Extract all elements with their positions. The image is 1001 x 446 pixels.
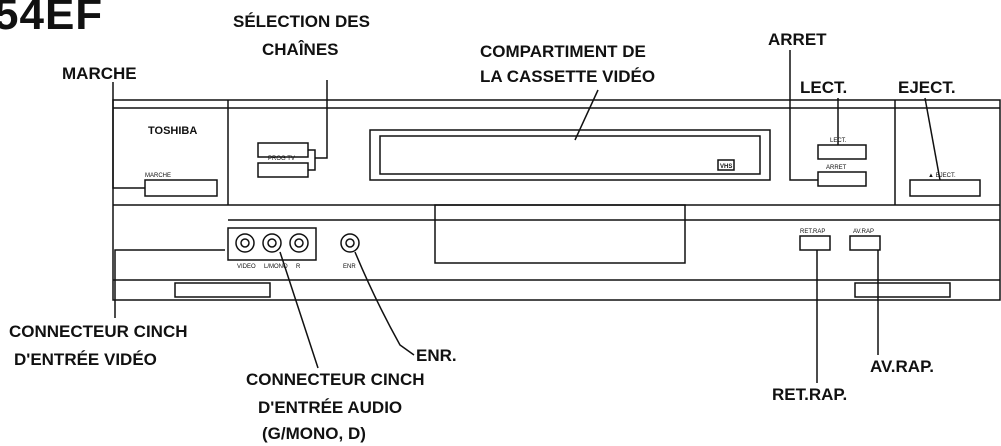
audio-left-jack: [262, 233, 282, 253]
leader-compartiment: [574, 89, 599, 141]
label-video-in-line1: CONNECTEUR CINCH: [9, 322, 188, 341]
retrap-small-text: RET.RAP: [800, 229, 825, 235]
leader-selection: [315, 80, 328, 159]
label-selection-line2: CHAÎNES: [262, 40, 339, 59]
arret-small-text: ARRET: [826, 165, 847, 171]
eject-button: [909, 179, 981, 197]
label-enr: ENR.: [416, 346, 457, 365]
channel-down-button: [257, 162, 309, 178]
front-flap: [434, 204, 686, 264]
leader-video-in: [114, 249, 225, 318]
channel-up-button: [257, 142, 309, 158]
label-compartiment-line1: COMPARTIMENT DE: [480, 42, 646, 61]
avrap-small-text: AV.RAP: [853, 229, 874, 235]
enr-small-text: ENR: [343, 264, 356, 270]
audio-r-small-text: R: [296, 264, 301, 270]
arret-button: [817, 171, 867, 187]
right-foot: [854, 282, 951, 298]
label-audio-in-line1: CONNECTEUR CINCH: [246, 370, 425, 389]
label-eject: EJECT.: [898, 78, 956, 97]
prog-tv-text: PROG TV: [268, 156, 295, 162]
vhs-logo: [717, 159, 735, 171]
lect-small-text: LECT.: [830, 138, 847, 144]
leader-audio-in: [279, 251, 319, 369]
label-lect: LECT.: [800, 78, 848, 97]
leader-enr: [354, 251, 415, 356]
label-marche: MARCHE: [62, 64, 137, 83]
leader-marche: [112, 82, 145, 189]
eject-small-text: ▲ EJECT.: [928, 173, 956, 179]
label-arret: ARRET: [768, 30, 827, 49]
leader-arret: [789, 50, 818, 181]
video-small-text: VIDEO: [237, 264, 256, 270]
vcr-body: [112, 99, 1001, 301]
brand-text: TOSHIBA: [148, 125, 197, 137]
vhs-logo-text: VHS: [720, 164, 732, 170]
rewind-button: [799, 235, 831, 251]
audio-right-jack: [289, 233, 309, 253]
cassette-slot: [369, 129, 771, 181]
lect-button: [817, 144, 867, 160]
label-compartiment-line2: LA CASSETTE VIDÉO: [480, 67, 656, 86]
leader-eject: [924, 97, 941, 181]
enr-jack: [340, 233, 360, 253]
left-foot: [174, 282, 271, 298]
model-number: 54EF: [0, 0, 104, 39]
label-audio-in-line3: (G/MONO, D): [262, 424, 366, 443]
fast-forward-button: [849, 235, 881, 251]
label-audio-in-line2: D'ENTRÉE AUDIO: [258, 398, 403, 417]
jack-panel: [227, 227, 317, 261]
marche-button: [144, 179, 218, 197]
label-video-in-line2: D'ENTRÉE VIDÉO: [14, 350, 157, 369]
video-jack: [235, 233, 255, 253]
audio-l-small-text: L/MONO: [264, 264, 288, 270]
label-avrap: AV.RAP.: [870, 357, 934, 376]
label-retrap: RET.RAP.: [772, 385, 848, 404]
marche-small-text: MARCHE: [145, 173, 171, 179]
label-selection-line1: SÉLECTION DES: [233, 12, 370, 31]
